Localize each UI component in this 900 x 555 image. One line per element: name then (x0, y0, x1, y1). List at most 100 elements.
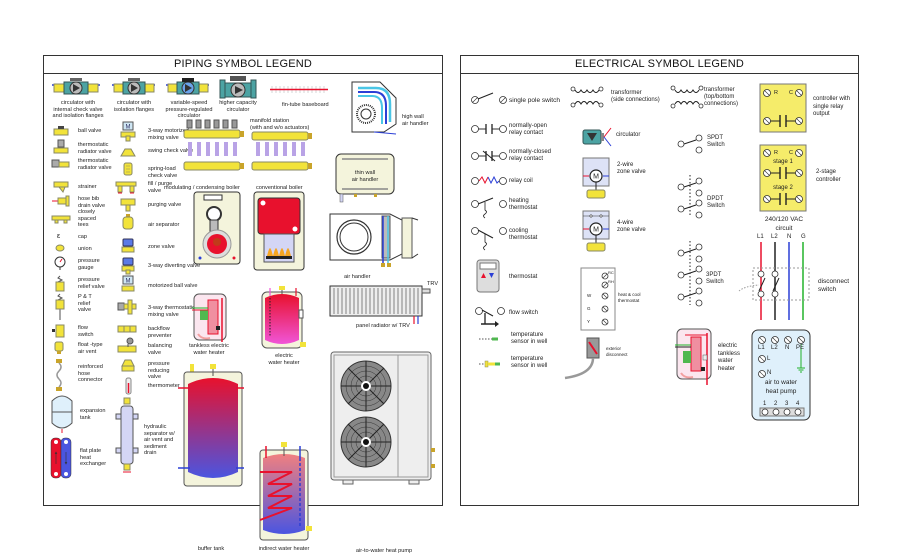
cooling-thermostat-icon (471, 226, 507, 251)
hp-terminal-3: 3 (785, 401, 789, 407)
zone-valve-2wire-icon: M (581, 157, 611, 204)
nc-relay-contact-icon (471, 150, 507, 162)
label-nc-relay: normally-closed relay contact (509, 149, 552, 162)
label-no-relay: normally-open relay contact (509, 123, 548, 136)
label-thermo-mixing: 3-way thermostatic mixing valve (148, 305, 195, 318)
label-transformer-side: transformer (side connections) (611, 90, 660, 103)
circulator-flanges-icon (112, 78, 156, 98)
label-circulator-variable-speed: variable-speed pressure-regulated circul… (165, 100, 213, 120)
circulator-elec-icon (582, 127, 613, 148)
label-zone-valve: zone valve (148, 244, 175, 250)
label-single-pole: single pole switch (509, 97, 560, 104)
label-disconnect-switch: disconnect switch (818, 278, 850, 293)
heating-thermostat-icon (471, 196, 507, 220)
3pdt-switch-icon (677, 241, 703, 309)
label-temp-sensor-1: temperature sensor in well (511, 332, 548, 345)
expansion-tank-icon (49, 393, 75, 433)
label-controller-single: controller with single relay output (813, 96, 851, 117)
label-zone-4wire: 4-wire zone valve (617, 220, 646, 233)
fill-purge-valve-icon (115, 180, 137, 194)
transformer-side-icon (570, 86, 607, 108)
label-spring-check: spring-load check valve (148, 166, 178, 179)
hp-terminal-1: 1 (763, 401, 767, 407)
pressure-relief-valve-icon (54, 275, 66, 292)
label-thermostat: thermostat (509, 274, 538, 280)
label-zone-2wire: 2-wire zone valve (617, 162, 646, 175)
label-circulator-higher-capacity: higher capacity circulator (219, 100, 257, 113)
backflow-preventer-icon (117, 325, 137, 333)
label-indirect-wh: indirect water heater (258, 546, 310, 552)
label-thin-wall: thin wall air handler (351, 170, 379, 183)
label-panel-radiator: panel radiator w/ TRV (356, 323, 410, 329)
circulator-check-icon (52, 78, 100, 98)
wire-label-g: G (801, 234, 806, 240)
label-dpdt: DPDT Switch (707, 196, 725, 209)
label-diverting: 3-way diverting valve (148, 263, 201, 269)
hose-bib-icon (52, 195, 70, 208)
label-heat-pump-box: air to water heat pump (764, 379, 798, 395)
flow-switch-icon (52, 324, 66, 338)
manifold-actuated-icon (183, 119, 244, 180)
pressure-gauge-icon (54, 256, 66, 270)
circulator-higher-capacity-icon (219, 76, 257, 100)
relay-coil-icon (471, 175, 507, 186)
piping-legend-title: PIPING SYMBOL LEGEND (44, 56, 442, 74)
flow-switch-elec-icon (475, 306, 505, 328)
zone-valve-4wire-icon: M (581, 210, 611, 257)
label-trv-1: thermostatic radiator valve (78, 142, 112, 155)
electrical-legend-panel: ELECTRICAL SYMBOL LEGEND single pole swi… (460, 55, 859, 506)
hp-terminal-n: N (785, 345, 790, 351)
label-union: union (78, 246, 92, 252)
label-tankless-electric: tankless electric water heater (189, 343, 229, 356)
thermostat-icon (476, 259, 500, 293)
label-fin-tube: fin-tube baseboard (282, 102, 329, 108)
label-air-handler: air handler (344, 274, 371, 280)
label-float-vent: float -type air vent (78, 342, 103, 355)
union-icon (55, 244, 65, 252)
air-handler-icon (329, 213, 424, 270)
wire-label-n: N (787, 234, 792, 240)
label-pressure-reducing: pressure reducing valve (148, 361, 170, 381)
wire-label-l1: L1 (757, 234, 764, 240)
swing-check-valve-icon (120, 147, 136, 157)
motor-m-glyph: M (126, 125, 131, 131)
label-high-wall: high wall air handler (402, 114, 429, 127)
spring-check-valve-icon (123, 162, 133, 176)
balancing-valve-icon (117, 337, 137, 354)
reinforced-hose-icon (54, 359, 64, 391)
temp-sensor-well-icon (479, 337, 499, 341)
cap-icon: ε (57, 233, 61, 240)
label-heat-pump: air-to-water heat pump (355, 548, 413, 554)
label-motor-ball: motorized ball valve (148, 283, 198, 289)
pt-relief-valve-icon (54, 293, 66, 320)
hp-terminal-n2: N (767, 370, 772, 376)
thermostatic-mixing-valve-icon (117, 299, 137, 315)
label-heating-tstat: heating thermostat (509, 198, 538, 211)
label-cooling-tstat: cooling thermostat (509, 228, 538, 241)
label-electric-tankless: electric tankless water heater (718, 343, 741, 372)
wire-label-l2: L2 (771, 234, 778, 240)
indirect-water-heater-icon (258, 442, 312, 542)
tstat-terminal-g: G (587, 306, 591, 311)
heat-cool-thermostat-icon (580, 267, 616, 331)
label-closely-spaced: closely spaced tees (78, 209, 97, 229)
label-temp-sensor-2: temperature sensor in well (511, 356, 548, 369)
thermostatic-radiator-valve-angle-icon (51, 159, 70, 169)
label-circulator-elec: circulator (616, 132, 641, 138)
label-flow-switch: flow switch (78, 325, 94, 338)
label-backflow: backflow preventer (148, 326, 172, 339)
spdt-switch-icon (677, 134, 703, 154)
thin-wall-air-handler-icon (335, 153, 396, 203)
label-cap: cap (78, 234, 88, 240)
temp-sensor-brass-well-icon (479, 360, 501, 368)
label-mixing-motorized: 3-way motorized mixing valve (148, 128, 190, 141)
label-circulator-flanges: circulator with isolation flanges (113, 100, 155, 113)
ball-valve-icon (53, 126, 69, 136)
hp-terminal-2: 2 (774, 401, 778, 407)
label-conv-boiler: conventional boiler (256, 185, 303, 191)
conventional-boiler-icon (253, 191, 305, 271)
air-to-water-heat-pump-icon (330, 351, 435, 486)
label-pressure-gauge: pressure gauge (78, 258, 100, 271)
fin-tube-baseboard-icon (270, 86, 328, 94)
transformer-top-bottom-icon (670, 85, 707, 109)
